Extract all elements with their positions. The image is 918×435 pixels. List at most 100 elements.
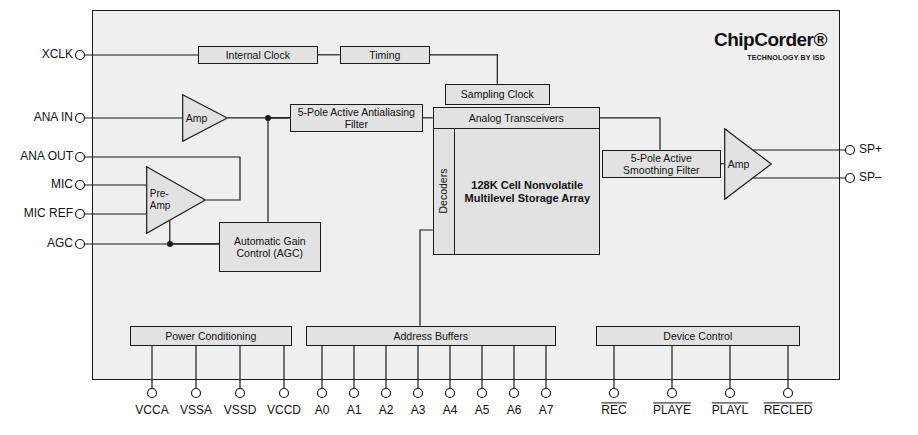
pin-wire: [283, 346, 284, 389]
pin-wire: [151, 346, 152, 389]
pin-name: A1: [347, 404, 362, 417]
block-label: Timing: [366, 49, 403, 61]
pin-name: A3: [411, 404, 426, 417]
logo-text: ChipCorder®: [714, 29, 827, 51]
function-block: Timing: [340, 46, 430, 64]
pin-wire: [85, 54, 199, 55]
block-label: Automatic Gain Control (AGC): [220, 235, 320, 259]
pin-terminal: [446, 389, 455, 398]
storage-array: 128K Cell Nonvolatile Multilevel Storage…: [433, 107, 600, 255]
pin-name: A0: [315, 404, 330, 417]
pin-terminal: [726, 389, 735, 398]
pin-name: A6: [507, 404, 522, 417]
pin-terminal: [76, 51, 855, 398]
block-label: Amp: [728, 158, 750, 170]
pin-terminal: [280, 389, 289, 398]
block-label: Decoders: [438, 166, 450, 217]
pin-wire: [385, 346, 386, 389]
pin-name: A2: [379, 404, 394, 417]
function-block: Automatic Gain Control (AGC): [219, 222, 321, 272]
pin-name: A5: [475, 404, 490, 417]
pin-wire: [85, 55, 846, 389]
pin-terminal: [668, 389, 677, 398]
pin-wire: [417, 346, 418, 389]
pin-terminal: [542, 389, 551, 398]
pin-name: VSSA: [180, 404, 212, 417]
pin-wire: [613, 346, 614, 389]
pin-terminal: [76, 181, 85, 190]
pin-terminal: [610, 389, 619, 398]
chip-ground: [92, 10, 840, 380]
block-label: Analog Transceivers: [466, 112, 567, 124]
pin-name: RECLED: [764, 404, 813, 417]
pin-wire: [753, 149, 846, 150]
chip-outline: ChipCorder® TECHNOLOGY BY ISD Internal Clo…: [92, 10, 840, 380]
pin-terminal: [478, 389, 487, 398]
signal-wire: [721, 163, 724, 164]
filter-block: 5-Pole Active Antialiasing Filter: [290, 104, 423, 132]
pin-terminal: [236, 389, 245, 398]
function-block: Sampling Clock: [445, 84, 550, 105]
pin-terminal: [76, 51, 85, 60]
pin-name: PLAYE: [653, 404, 691, 417]
preamp-triangle: Pre-Amp: [146, 166, 206, 234]
pin-wire: [481, 346, 482, 389]
pin-wire: [239, 346, 240, 389]
signal-wire: [268, 118, 290, 222]
signal-wire: [423, 117, 433, 118]
block-label: 5-Pole Active Smoothing Filter: [603, 152, 720, 176]
pin-wire: [85, 117, 183, 118]
triangle-outline: [182, 94, 227, 141]
pin-name: ANA OUT: [20, 150, 73, 163]
pin-wire: [545, 346, 546, 389]
function-block: Internal Clock: [198, 46, 318, 64]
signal-wire: [430, 55, 498, 84]
signal-wire: [170, 220, 219, 244]
pin-name: VCCD: [267, 404, 301, 417]
pin-terminal: [76, 153, 85, 162]
pin-wire: [85, 213, 147, 214]
pin-terminal: [76, 240, 85, 249]
signal-wire: [420, 230, 433, 326]
pin-name: VCCA: [135, 404, 168, 417]
pin-name: A7: [539, 404, 554, 417]
pin-name: MIC REF: [24, 207, 73, 220]
logo-subtext: TECHNOLOGY BY ISD: [747, 54, 825, 62]
triangle-outline: [146, 166, 205, 233]
block-label: Amp: [186, 112, 208, 124]
block-label: 128K Cell Nonvolatile Multilevel Storage…: [456, 130, 599, 254]
pin-terminal: [148, 389, 157, 398]
pin-wire: [85, 184, 147, 185]
pin-terminal: [76, 114, 85, 123]
function-block: Analog Transceivers: [433, 107, 600, 129]
pin-terminal: [510, 389, 519, 398]
block-label: Device Control: [660, 330, 735, 342]
pin-wire: [321, 346, 322, 389]
pin-name: VSSD: [224, 404, 257, 417]
filter-block: 5-Pole Active Smoothing Filter: [602, 150, 721, 178]
pin-terminal: [414, 389, 423, 398]
function-block: Address Buffers: [306, 326, 556, 346]
pin-wire: [787, 346, 788, 389]
block-label: Internal Clock: [223, 49, 293, 61]
block-label: Sampling Clock: [458, 88, 537, 100]
pin-name: SP+: [859, 143, 882, 156]
pin-name: A4: [443, 404, 458, 417]
block-label: Power Conditioning: [162, 330, 259, 342]
pin-wire: [195, 346, 196, 389]
pin-terminal: [784, 389, 793, 398]
pin-name: SP–: [859, 171, 882, 184]
pin-terminal: [318, 389, 327, 398]
signal-wire: [318, 54, 340, 55]
function-block: Power Conditioning: [130, 326, 292, 346]
pin-wire: [753, 177, 846, 178]
block-label: 5-Pole Active Antialiasing Filter: [291, 106, 422, 130]
pin-terminal: [350, 389, 359, 398]
pin-terminal: [382, 389, 391, 398]
pin-terminal: [76, 210, 85, 219]
pin-name: REC: [601, 404, 626, 417]
pin-wire: [671, 346, 672, 389]
pin-wire: [513, 346, 514, 389]
